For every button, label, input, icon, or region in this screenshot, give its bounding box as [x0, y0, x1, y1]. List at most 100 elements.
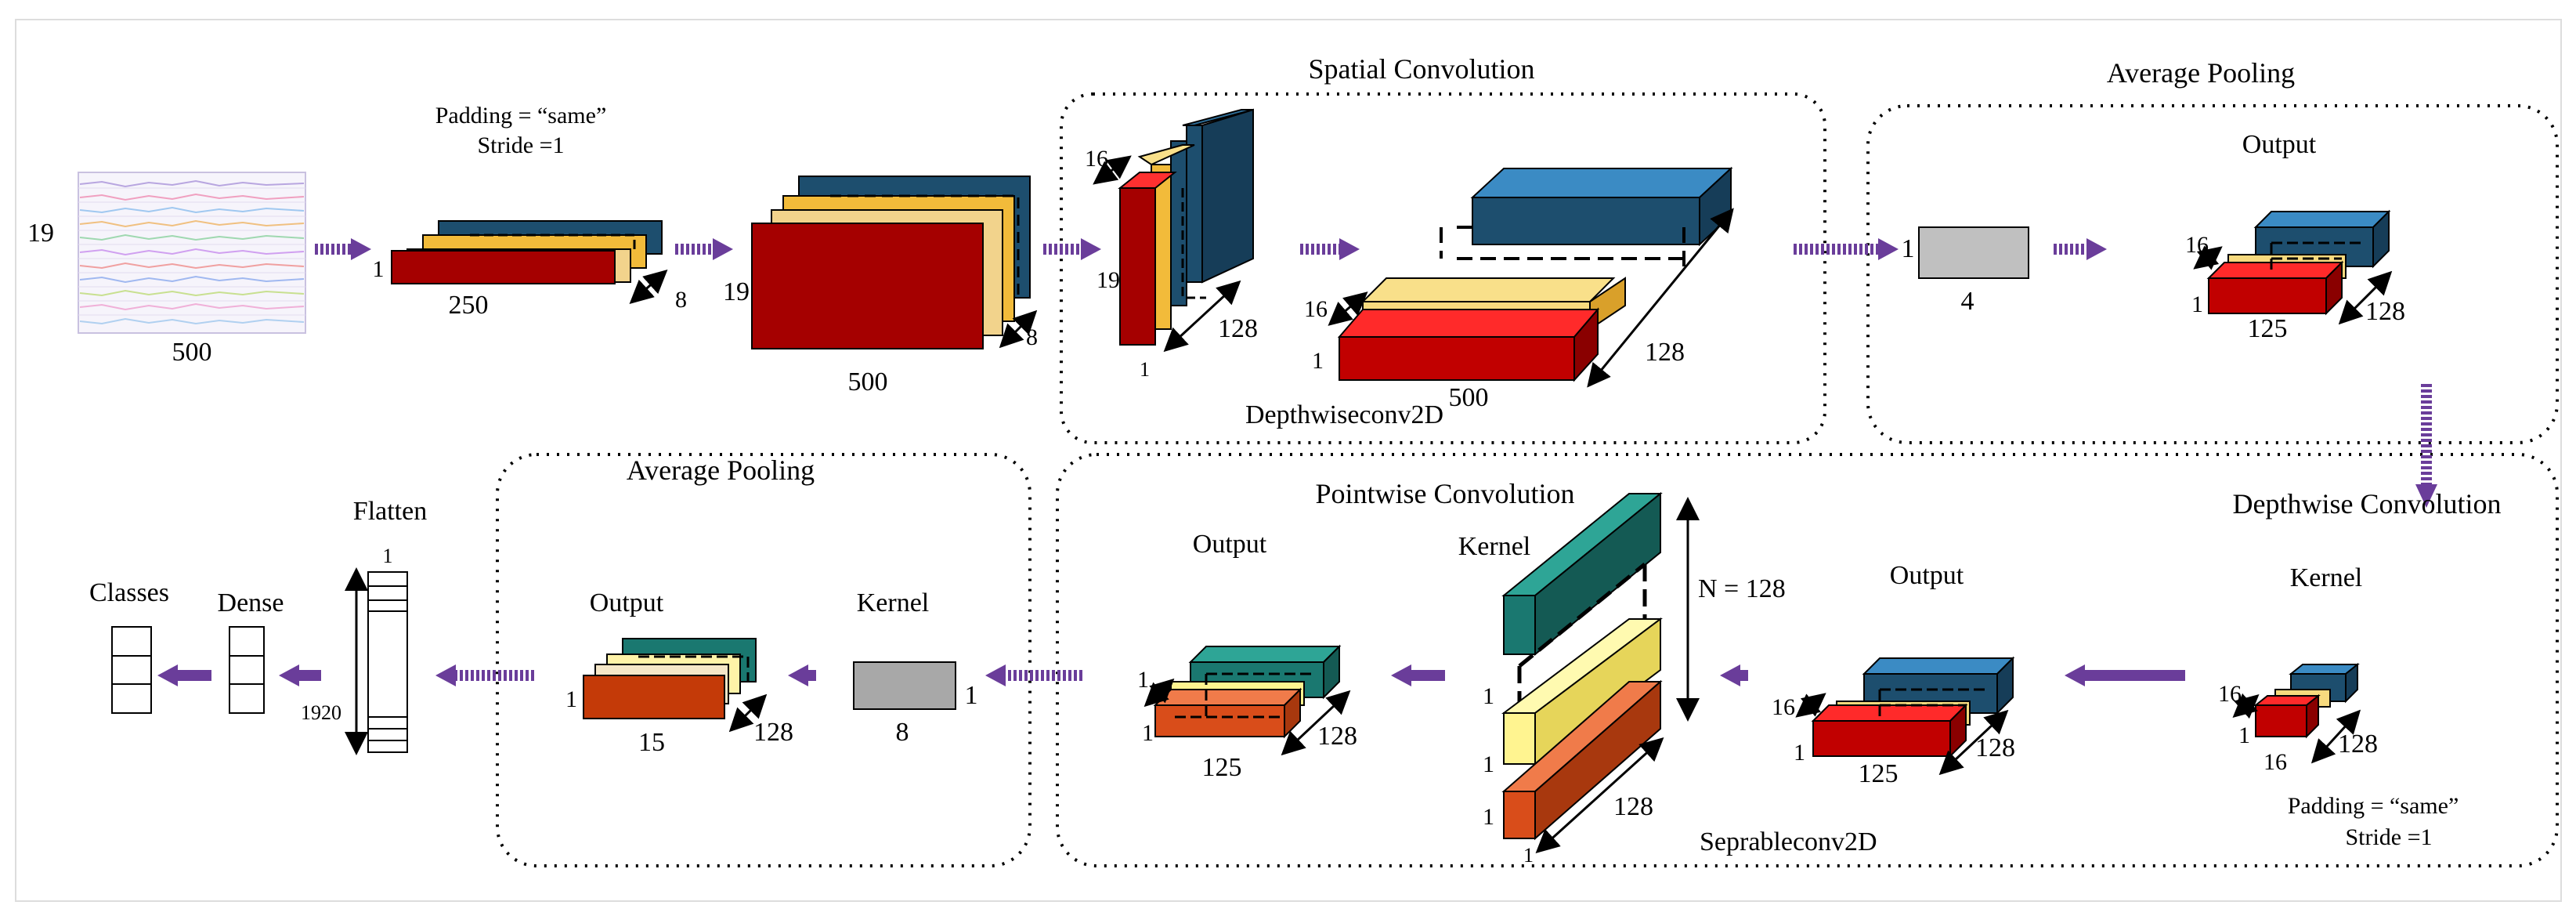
- spatial-kernel-count: 128: [1218, 314, 1258, 343]
- flow-arrow: [1300, 238, 1360, 260]
- pointwise-kernel-width: 1: [1523, 844, 1534, 867]
- pointwise-kernel-3: 1: [1483, 804, 1494, 830]
- avgpool1-output-height: 1: [2191, 291, 2203, 317]
- flow-arrow-left: [435, 664, 534, 686]
- avgpool1-output-width: 125: [2248, 314, 2288, 343]
- spatial-output-stack: [1337, 166, 1733, 382]
- dense-label: Dense: [218, 588, 284, 617]
- depthwise-kernel-stack: [2253, 662, 2360, 739]
- pointwise-kernel-2: 1: [1483, 751, 1494, 777]
- avgpool1-output-depth: 16: [2185, 232, 2209, 258]
- avgpool1-output-count: 128: [2365, 297, 2405, 326]
- flow-arrow-left: [2065, 664, 2185, 686]
- flatten-label: Flatten: [353, 497, 427, 526]
- flow-arrow-left: [1720, 664, 1748, 686]
- input-height-label: 19: [27, 219, 54, 248]
- conv1-kernel-height: 1: [373, 256, 385, 282]
- input-width-label: 500: [172, 338, 212, 367]
- pointwise-output-label: Output: [1193, 530, 1267, 559]
- conv1-padding: Padding = “same”: [435, 103, 607, 129]
- avgpool2-box: [496, 453, 1031, 867]
- flow-arrow-left: [157, 664, 211, 686]
- pointwise-output-count: 128: [1317, 722, 1357, 751]
- avgpool1-box: [1866, 104, 2559, 444]
- conv1-kernel-width: 250: [449, 291, 489, 320]
- flow-arrow-left: [1391, 664, 1445, 686]
- avgpool2-title: Average Pooling: [627, 454, 815, 486]
- conv1-kernel-depth: 8: [675, 287, 687, 313]
- spatial-kernel-stack: [1118, 108, 1254, 346]
- depthwise-output-height: 1: [1794, 740, 1805, 766]
- dense-layer: [229, 626, 265, 714]
- flow-arrow-down: [2415, 384, 2437, 508]
- flow-arrow: [315, 238, 371, 260]
- flatten-top-label: 1: [383, 545, 393, 567]
- avgpool1-title: Average Pooling: [2107, 57, 2295, 89]
- avgpool2-output-stack: [583, 638, 757, 719]
- conv1-output-depth: 8: [1026, 324, 1038, 350]
- avgpool1-kernel-width: 4: [1961, 287, 1974, 316]
- spatial-kernel-height: 19: [1097, 267, 1120, 293]
- outer-frame: [15, 19, 2562, 902]
- depthwise-output-count: 128: [1975, 733, 2015, 762]
- avgpool2-output-width: 15: [638, 728, 665, 757]
- flow-arrow: [675, 238, 733, 260]
- depthwise-stride: Stride =1: [2345, 824, 2432, 850]
- classes-label: Classes: [89, 578, 169, 607]
- avgpool2-output-label: Output: [590, 588, 664, 617]
- classes-layer: [111, 626, 152, 714]
- depthwise-output-depth: 16: [1772, 694, 1795, 720]
- depthwise-kernel-height: 1: [2238, 722, 2250, 748]
- spatial-output-depth: 16: [1304, 296, 1328, 322]
- conv1-output-height: 19: [723, 277, 750, 306]
- pointwise-output-height: 1: [1142, 720, 1154, 746]
- spatial-output-width: 500: [1449, 383, 1489, 412]
- depthwise-kernel-count: 128: [2338, 730, 2378, 759]
- pointwise-kernel-label: Kernel: [1458, 532, 1531, 561]
- pointwise-layer-name: Seprableconv2D: [1700, 827, 1877, 856]
- flow-arrow: [1794, 238, 1899, 260]
- spatial-kernel-width: 1: [1140, 358, 1150, 381]
- flow-arrow-left: [279, 664, 321, 686]
- depthwise-kernel-depth: 16: [2218, 681, 2242, 707]
- conv1-stride: Stride =1: [477, 132, 564, 158]
- conv1-output-stack: [751, 176, 1031, 349]
- pointwise-output-width: 125: [1202, 753, 1242, 782]
- avgpool2-kernel: [853, 661, 956, 710]
- depthwise-kernel-label: Kernel: [2290, 563, 2363, 592]
- conv1-kernel-stack: [391, 220, 663, 284]
- depthwise-output-label: Output: [1890, 561, 1964, 590]
- avgpool2-kernel-label: Kernel: [857, 588, 930, 617]
- spatial-output-height: 1: [1312, 348, 1324, 374]
- pointwise-kernel-count: 128: [1613, 792, 1653, 821]
- depthwise-padding: Padding = “same”: [2288, 793, 2459, 819]
- spatial-output-count: 128: [1645, 338, 1685, 367]
- flow-arrow: [1043, 238, 1101, 260]
- avgpool1-kernel-height: 1: [1902, 234, 1915, 263]
- avgpool2-kernel-height: 1: [965, 681, 978, 710]
- avgpool1-kernel: [1918, 226, 2029, 279]
- avgpool2-output-count: 128: [753, 718, 793, 747]
- spatial-kernel-depth: 16: [1085, 146, 1108, 172]
- depthwise-kernel-width: 16: [2263, 749, 2287, 775]
- separable-conv-box: [1056, 453, 2559, 867]
- flatten-vector: [367, 571, 408, 753]
- pointwise-kernel-1: 1: [1483, 683, 1494, 709]
- avgpool2-kernel-width: 8: [896, 718, 909, 747]
- pointwise-output-depth: 1: [1137, 667, 1149, 693]
- avgpool2-output-height: 1: [565, 686, 577, 712]
- spatial-conv-title: Spatial Convolution: [1308, 53, 1534, 85]
- avgpool1-output-label: Output: [2242, 130, 2317, 159]
- pointwise-n-label: N = 128: [1698, 574, 1786, 603]
- flow-arrow-left: [788, 664, 816, 686]
- depthwise-output-width: 125: [1859, 759, 1899, 788]
- spatial-layer-name: Depthwiseconv2D: [1245, 400, 1443, 429]
- pointwise-output-stack: [1153, 644, 1342, 739]
- flow-arrow: [2054, 238, 2107, 260]
- avgpool1-output-stack: [2206, 209, 2391, 316]
- pointwise-title: Pointwise Convolution: [1315, 478, 1574, 509]
- flatten-length: 1920: [301, 701, 341, 724]
- conv1-output-width: 500: [848, 367, 888, 396]
- flow-arrow-left: [985, 664, 1082, 686]
